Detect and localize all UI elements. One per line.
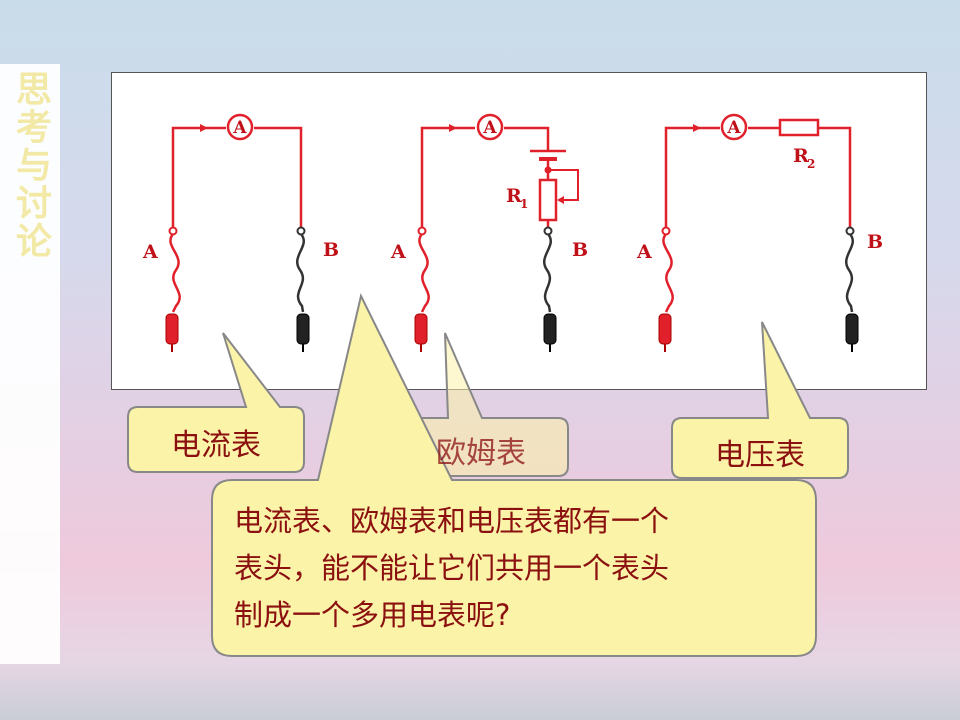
terminal-a-label: A [142, 241, 158, 263]
callout-ammeter [127, 332, 305, 473]
red-probe-icon [658, 313, 672, 345]
callout-voltmeter-label: 电压表 [715, 438, 805, 473]
terminal-a-label: A [636, 241, 652, 263]
resistor-1-subscript: 1 [520, 197, 528, 211]
callout-ohmmeter-label: 欧姆表 [436, 436, 526, 471]
callout-question [211, 293, 817, 657]
black-probe-icon [543, 313, 557, 345]
sidebar-panel [0, 64, 60, 664]
question-line-1: 电流表、欧姆表和电压表都有一个 [234, 504, 670, 538]
question-line-2: 表头，能不能让它们共用一个表头 [234, 551, 670, 585]
resistor-2-label: R [793, 145, 809, 167]
terminal-a-label: A [390, 241, 406, 263]
terminal-b-label: B [323, 239, 339, 261]
ammeter-dial-icon [476, 113, 504, 141]
ammeter-symbol: A [726, 118, 741, 138]
side-title: 思考与讨论 [10, 70, 51, 260]
ammeter-symbol: A [482, 118, 497, 138]
circuit-ammeter: A A B [142, 113, 339, 352]
terminal-b-label: B [572, 239, 588, 261]
black-probe-icon [296, 313, 310, 345]
callout-ammeter-label: 电流表 [171, 428, 261, 463]
question-line-3: 制成一个多用电表呢? [234, 598, 511, 632]
resistor-r2-icon [778, 118, 820, 137]
red-probe-icon [414, 313, 428, 345]
resistor-1-label: R [506, 185, 522, 207]
ammeter-dial-icon [720, 113, 748, 141]
question-text: 电流表、欧姆表和电压表都有一个 表头，能不能让它们共用一个表头 制成一个多用电表… [234, 498, 804, 639]
red-probe-icon [165, 313, 179, 345]
variable-resistor-r1-icon [538, 178, 558, 222]
callout-voltmeter [671, 321, 849, 479]
black-probe-icon [845, 313, 859, 345]
terminal-b-label: B [867, 231, 883, 253]
ammeter-dial-icon [226, 113, 254, 141]
resistor-2-subscript: 2 [807, 157, 815, 171]
circuit-voltmeter: A R 2 A B [636, 113, 883, 352]
ammeter-symbol: A [232, 118, 247, 138]
circuit-ohmmeter: A R 1 A B [390, 113, 588, 352]
